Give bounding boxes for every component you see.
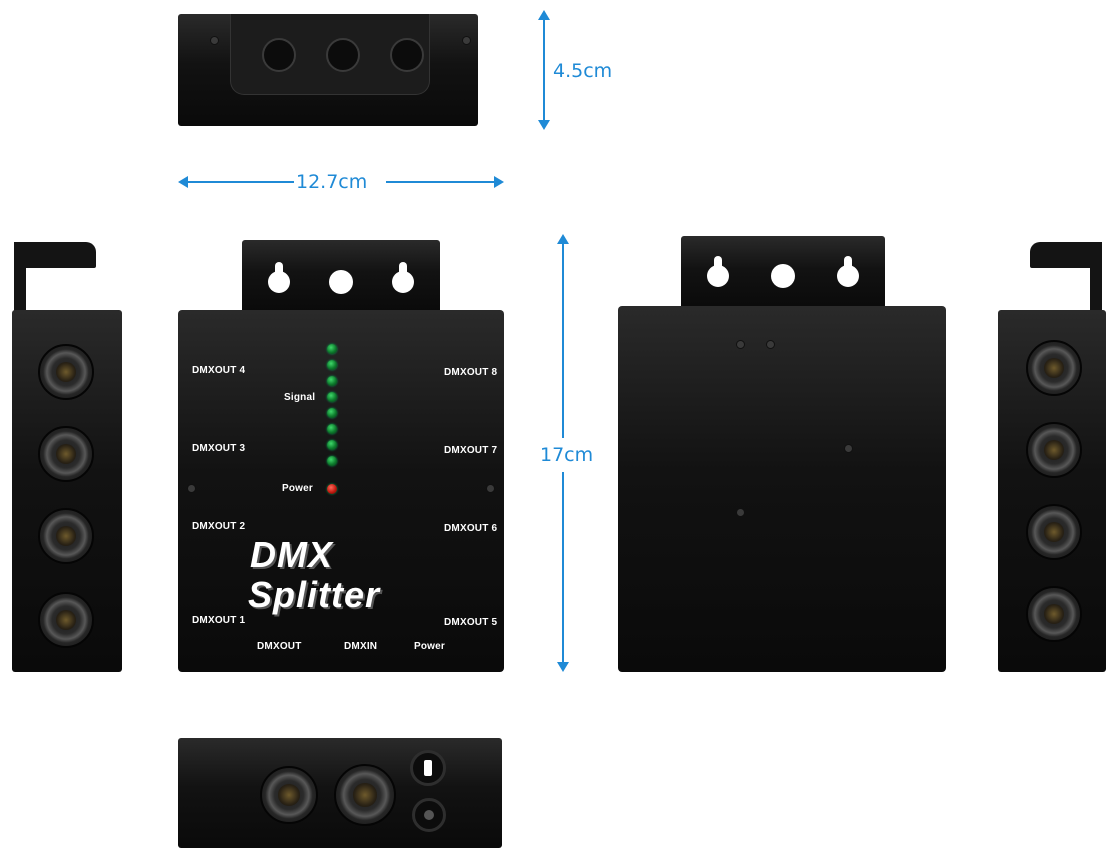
output-label-8: DMXOUT 8 bbox=[444, 367, 498, 378]
bracket-hole bbox=[326, 38, 360, 72]
logo-splitter: Splitter bbox=[248, 574, 381, 615]
signal-led-icon bbox=[327, 424, 337, 434]
keyhole-icon bbox=[837, 256, 859, 287]
front-bracket bbox=[242, 240, 440, 312]
end-view bbox=[178, 738, 502, 848]
height-arrow-icon bbox=[538, 10, 550, 130]
xlr-connector-icon bbox=[1026, 422, 1082, 478]
right-side-bracket-arm bbox=[1090, 242, 1102, 312]
screw-icon bbox=[844, 444, 853, 453]
xlr-connector-icon bbox=[38, 592, 94, 648]
xlr-connector-icon bbox=[1026, 340, 1082, 396]
switch-rocker bbox=[424, 760, 432, 776]
back-panel bbox=[618, 306, 946, 672]
power-switch-icon bbox=[410, 750, 446, 786]
top-view-box bbox=[178, 14, 478, 126]
power-indicator-label: Power bbox=[282, 483, 314, 494]
keyhole-icon bbox=[268, 262, 290, 293]
signal-led-icon bbox=[327, 392, 337, 402]
xlr-female-connector-icon bbox=[260, 766, 318, 824]
height-dimension-label: 4.5cm bbox=[553, 60, 613, 82]
mount-hole bbox=[771, 264, 795, 288]
length-arrow-icon bbox=[557, 234, 569, 672]
bottom-label-power: Power bbox=[414, 641, 446, 652]
bracket-hole bbox=[262, 38, 296, 72]
xlr-connector-icon bbox=[1026, 504, 1082, 560]
xlr-male-connector-icon bbox=[334, 764, 396, 826]
width-dimension-label: 12.7cm bbox=[296, 171, 368, 193]
front-panel bbox=[178, 310, 504, 672]
screw-icon bbox=[210, 36, 219, 45]
keyhole-icon bbox=[707, 256, 729, 287]
output-label-6: DMXOUT 6 bbox=[444, 523, 498, 534]
right-side-view bbox=[998, 310, 1106, 672]
bracket-hole bbox=[390, 38, 424, 72]
signal-led-icon bbox=[327, 408, 337, 418]
back-bracket bbox=[681, 236, 885, 310]
output-label-1: DMXOUT 1 bbox=[192, 615, 246, 626]
width-arrow-icon bbox=[178, 176, 504, 188]
keyhole-icon bbox=[392, 262, 414, 293]
signal-led-icon bbox=[327, 360, 337, 370]
xlr-connector-icon bbox=[38, 508, 94, 564]
power-led-icon bbox=[327, 484, 337, 494]
screw-icon bbox=[187, 484, 196, 493]
screw-icon bbox=[766, 340, 775, 349]
screw-icon bbox=[486, 484, 495, 493]
signal-led-icon bbox=[327, 440, 337, 450]
output-label-3: DMXOUT 3 bbox=[192, 443, 246, 454]
output-label-5: DMXOUT 5 bbox=[444, 617, 498, 628]
bottom-label-dmxout: DMXOUT bbox=[257, 641, 302, 652]
signal-led-icon bbox=[327, 456, 337, 466]
left-side-bracket-arm bbox=[14, 242, 26, 312]
left-side-bracket bbox=[14, 242, 96, 268]
dc-jack-icon bbox=[412, 798, 446, 832]
screw-icon bbox=[736, 508, 745, 517]
output-label-4: DMXOUT 4 bbox=[192, 365, 246, 376]
output-label-7: DMXOUT 7 bbox=[444, 445, 498, 456]
xlr-connector-icon bbox=[38, 426, 94, 482]
xlr-connector-icon bbox=[38, 344, 94, 400]
length-dimension-label: 17cm bbox=[540, 444, 594, 466]
logo-dmx: DMX bbox=[250, 534, 333, 575]
bottom-label-dmxin: DMXIN bbox=[344, 641, 378, 652]
left-side-view bbox=[12, 310, 122, 672]
output-label-2: DMXOUT 2 bbox=[192, 521, 246, 532]
screw-icon bbox=[462, 36, 471, 45]
signal-label: Signal bbox=[284, 392, 316, 403]
signal-led-icon bbox=[327, 376, 337, 386]
signal-led-icon bbox=[327, 344, 337, 354]
xlr-connector-icon bbox=[1026, 586, 1082, 642]
screw-icon bbox=[736, 340, 745, 349]
mount-hole bbox=[329, 270, 353, 294]
dc-jack-pin bbox=[424, 810, 434, 820]
